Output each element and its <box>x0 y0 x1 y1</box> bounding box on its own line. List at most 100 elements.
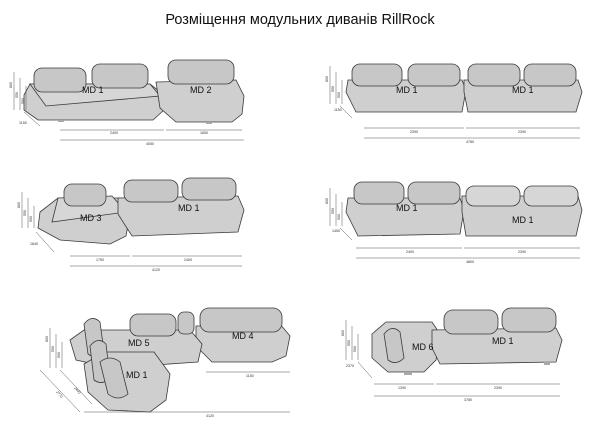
dim-label: 550 <box>23 210 27 216</box>
dim-label: 800 <box>325 198 329 204</box>
module-md5-cushion-right <box>177 311 195 335</box>
dim-label: 4120 <box>206 414 214 418</box>
dim-label: 500 <box>57 352 61 358</box>
dim-label: 2400 <box>110 131 118 135</box>
module-md4-cushion <box>199 307 283 333</box>
dim-line <box>23 111 41 127</box>
dim-label: 800 <box>17 202 21 208</box>
dim-label: 2390 <box>410 130 418 134</box>
layout-md1-md1-straight: MD 1 MD 1 800 550 500 1150 2390 2390 478… <box>325 63 583 144</box>
dim-label: 1840 <box>30 242 38 246</box>
module-md2-cushion <box>167 59 235 85</box>
dim-line <box>357 361 373 379</box>
module-md1-cushion-right <box>407 63 461 87</box>
dim-label: 3780 <box>464 398 472 402</box>
dim-label: 800 <box>9 82 13 88</box>
dim-label: 800 <box>45 336 49 342</box>
module-md1-body <box>117 195 245 237</box>
dim-label: 550 <box>51 346 55 352</box>
module-md1-body <box>431 327 563 365</box>
dim-label: 500 <box>337 214 341 220</box>
dim-label: 4120 <box>152 268 160 272</box>
dim-label: 2390 <box>518 250 526 254</box>
module-label: MD 1 <box>512 85 534 95</box>
module-label: MD 1 <box>512 215 534 225</box>
dim-label: 500 <box>21 98 25 104</box>
module-md1-cushion-right <box>91 63 149 89</box>
dim-line <box>59 369 93 405</box>
page-title: Розміщення модульних диванів RillRock <box>165 12 435 28</box>
module-md1-cushion-right <box>501 307 557 333</box>
module-md6-armrest <box>383 328 405 363</box>
dim-label: 4050 <box>146 142 154 146</box>
dim-label: 550 <box>347 340 351 346</box>
dim-label: 1150 <box>246 374 254 378</box>
dim-line <box>39 369 81 413</box>
dim-label: 1750 <box>96 258 104 262</box>
module-md1-feet <box>58 120 64 122</box>
module-label: MD 1 <box>396 85 418 95</box>
dim-label: 1450 <box>332 229 340 233</box>
module-label: MD 1 <box>82 85 104 95</box>
dim-label: 4780 <box>466 140 474 144</box>
module-label: MD 1 <box>492 336 514 346</box>
layout-md1-md1-open: MD 1 MD 1 800 550 500 1450 2400 2390 480… <box>325 181 583 264</box>
module-md1-cushion-left <box>467 63 521 87</box>
module-md1-cushion-right <box>523 185 579 207</box>
module-label: MD 1 <box>126 370 148 380</box>
module-label: MD 2 <box>190 85 212 95</box>
module-md1-cushion-right <box>407 181 461 205</box>
module-md1-cushion-left <box>353 181 405 205</box>
layout-md3-md1: MD 3 MD 1 800 550 500 1840 1750 2400 412… <box>17 177 245 272</box>
dim-line <box>35 231 55 253</box>
module-label: MD 1 <box>396 203 418 213</box>
dim-label: 1390 <box>398 386 406 390</box>
dim-label: 2400 <box>184 258 192 262</box>
module-label: MD 3 <box>80 213 102 223</box>
dim-label: 2390 <box>494 386 502 390</box>
dim-label: 800 <box>341 330 345 336</box>
module-md1-cushion-left <box>465 185 521 207</box>
module-md1-body <box>463 79 583 113</box>
module-md1-cushion-left <box>351 63 403 87</box>
module-md1-body <box>345 79 467 113</box>
module-md1-feet <box>544 362 550 365</box>
dim-label: 2390 <box>518 130 526 134</box>
dim-label: 2770 <box>55 390 63 399</box>
dim-line <box>339 227 353 241</box>
module-md1-cushion-left <box>33 67 87 93</box>
dim-label: 2400 <box>406 250 414 254</box>
dim-label: 500 <box>353 346 357 352</box>
dim-label: 800 <box>325 76 329 82</box>
module-md1-cushion-right <box>523 63 577 87</box>
dim-label: 550 <box>15 92 19 98</box>
module-md1-cushion-right <box>181 177 237 201</box>
module-md2-body <box>155 79 245 123</box>
module-md6-feet <box>404 372 412 375</box>
module-md3-cushion <box>63 183 107 207</box>
module-md5-cushion-left <box>129 313 177 337</box>
module-md2-feet <box>206 122 212 124</box>
module-md1-cushion-front <box>99 357 129 399</box>
dim-label: 4800 <box>466 260 474 264</box>
dim-label: 550 <box>331 208 335 214</box>
module-md1-cushion-left <box>123 179 179 203</box>
dim-label: 1650 <box>200 131 208 135</box>
module-label: MD 5 <box>128 338 150 348</box>
module-md1-cushion-left <box>443 309 499 335</box>
dim-label: 2370 <box>346 364 354 368</box>
dim-label: 1150 <box>334 108 342 112</box>
module-label: MD 4 <box>232 331 254 341</box>
dim-label: 550 <box>331 86 335 92</box>
module-label: MD 1 <box>178 203 200 213</box>
dim-label: 500 <box>337 92 341 98</box>
dim-line <box>339 105 353 119</box>
dim-label: 500 <box>29 216 33 222</box>
layout-md6-md1: MD 6 MD 1 800 550 500 2370 1390 2390 378… <box>341 307 563 402</box>
dim-label: 2400 <box>73 386 81 395</box>
layout-md5-md4-md1-corner: MD 5 MD 4 MD 1 800 550 500 2770 2400 115… <box>39 307 291 418</box>
module-label: MD 6 <box>412 342 434 352</box>
dim-label: 1150 <box>19 121 27 125</box>
layout-md1-md2: MD 1 MD 2 800 550 500 1150 2400 1650 405… <box>9 59 245 146</box>
